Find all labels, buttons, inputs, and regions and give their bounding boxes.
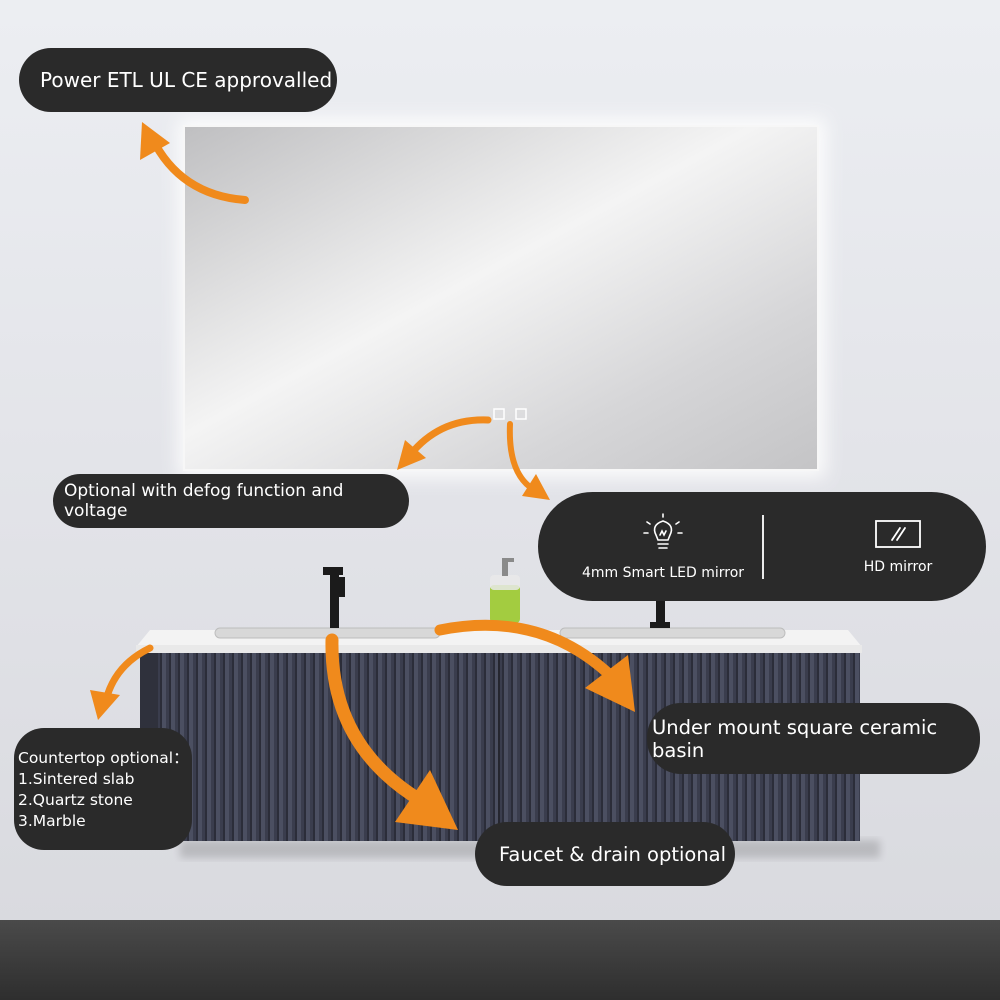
- arrow-led-head: [522, 474, 550, 500]
- label-power-text: Power ETL UL CE approvalled: [40, 68, 333, 92]
- arrow-countertop-head: [90, 690, 120, 720]
- soap-dispenser: [490, 558, 520, 623]
- feature-led-label: 4mm Smart LED mirror: [581, 564, 745, 581]
- label-faucet-drain: Faucet & drain optional: [475, 822, 735, 886]
- mirror: [183, 125, 819, 471]
- arrow-faucet: [325, 633, 427, 807]
- countertop-option-2: 2.Quartz stone: [18, 791, 133, 809]
- arrow-basin-head: [585, 655, 635, 712]
- arrow-basin: [434, 619, 616, 681]
- countertop-option-3: 3.Marble: [18, 812, 86, 830]
- floor: [0, 920, 1000, 1000]
- arrows: [90, 122, 635, 830]
- label-power-certification: Power ETL UL CE approvalled: [19, 48, 337, 112]
- arrow-defog: [406, 416, 492, 459]
- arrow-defog-head: [397, 440, 426, 470]
- basin-right: [559, 627, 786, 639]
- feature-divider: [762, 515, 764, 579]
- faucet-left: [323, 567, 345, 628]
- countertop-edge: [136, 645, 862, 653]
- label-faucet-text: Faucet & drain optional: [499, 842, 727, 866]
- label-basin: Under mount square ceramic basin: [647, 703, 980, 774]
- arrow-power: [148, 134, 249, 204]
- label-countertop-options: Countertop optional： 1.Sintered slab 2.Q…: [14, 728, 192, 850]
- countertop-title: Countertop optional：: [18, 749, 189, 767]
- arrow-led: [506, 421, 533, 490]
- touch-switch-icons: [493, 408, 527, 420]
- feature-led-mirror: 4mm Smart LED mirror: [558, 492, 768, 601]
- arrow-faucet-head: [395, 770, 458, 830]
- feature-hd-mirror: HD mirror: [808, 492, 988, 601]
- lightbulb-icon: [643, 512, 683, 549]
- feature-hd-label: HD mirror: [863, 558, 933, 575]
- label-defog-text: Optional with defog function and voltage: [64, 481, 344, 521]
- arrow-power-head: [140, 122, 170, 160]
- mirror-icon: [875, 519, 921, 548]
- label-defog-option: Optional with defog function and voltage: [53, 474, 409, 528]
- faucet-right: [650, 600, 670, 628]
- label-basin-text: Under mount square ceramic basin: [652, 715, 938, 762]
- countertop-option-1: 1.Sintered slab: [18, 770, 135, 788]
